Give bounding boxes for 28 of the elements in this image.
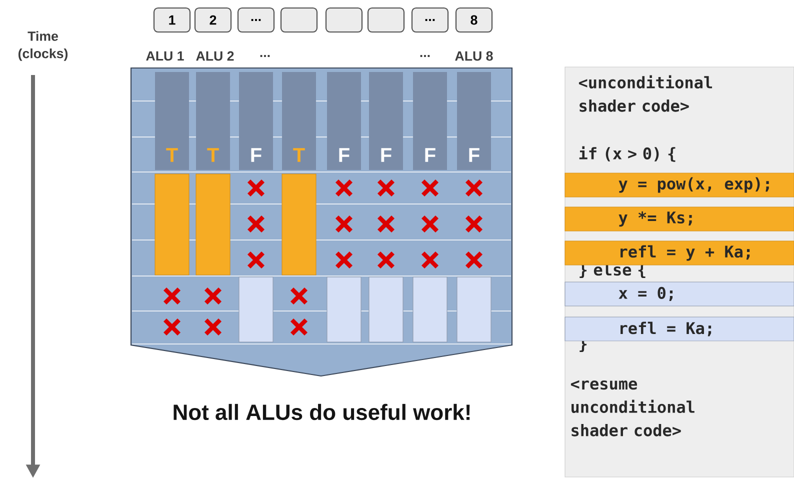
lane-box: ... [411, 7, 449, 33]
condition-letter: T [166, 148, 178, 162]
column-label: ... [260, 55, 270, 57]
lane-box [367, 7, 405, 33]
column-label: ALU 8 [455, 51, 493, 61]
code-highlight-bar: y *= Ks; [564, 206, 794, 232]
column-label: ... [420, 55, 430, 57]
condition-letter: F [425, 148, 436, 162]
lane-box [325, 7, 363, 33]
condition-letter: F [251, 148, 262, 162]
lane-box: 1 [153, 7, 191, 33]
condition-letter: F [469, 148, 480, 162]
code-highlight-bar: refl = y + Ka; [564, 240, 794, 266]
code-highlight-bar: refl = Ka; [564, 316, 794, 342]
axis-label: Time (clocks) [18, 31, 68, 61]
column-label: ALU 1 [146, 51, 184, 61]
lane-box: ... [237, 7, 275, 33]
lane-box [280, 7, 318, 33]
code-highlight-bar: x = 0; [564, 282, 794, 306]
condition-letter: F [381, 148, 392, 162]
column-label: ALU 2 [196, 51, 234, 61]
condition-letter: F [339, 148, 350, 162]
lane-box: 2 [194, 7, 232, 33]
lane-box: 8 [455, 7, 493, 33]
condition-letter: T [293, 148, 305, 162]
code-highlight-bar: y = pow(x, exp); [564, 172, 794, 198]
condition-letter: T [207, 148, 219, 162]
caption: Not all ALUs do useful work! [174, 404, 470, 420]
